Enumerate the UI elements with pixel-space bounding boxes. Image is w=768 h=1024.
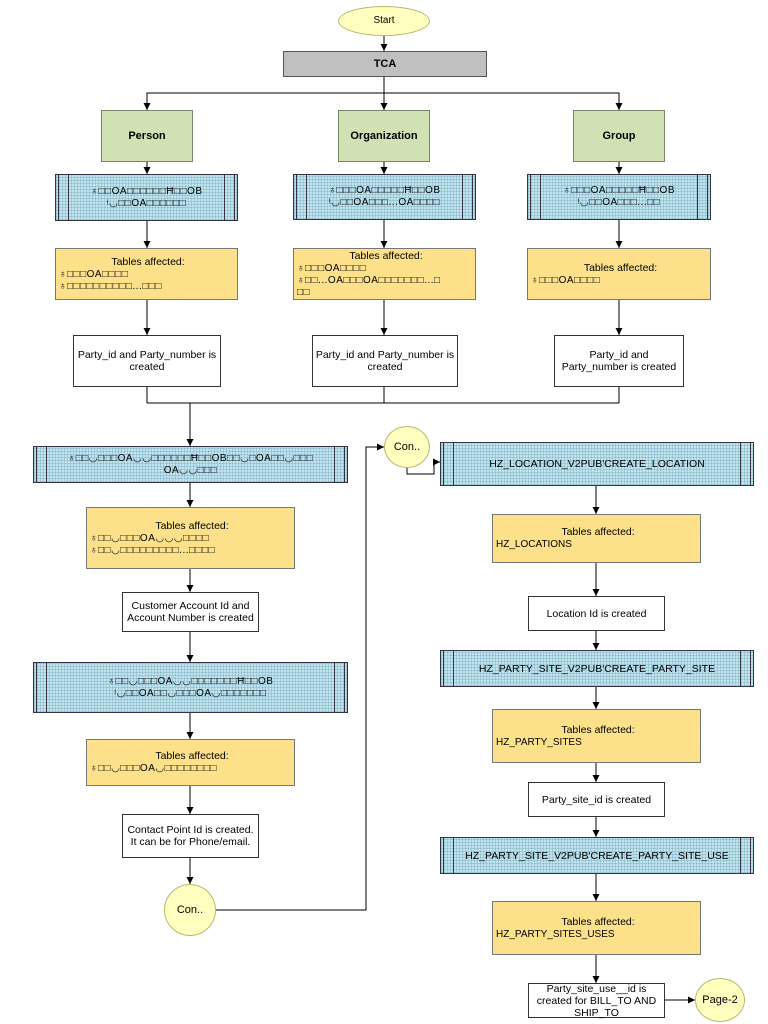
contact-point-api-line-1: ♁□□◡□□□OA◡◡□□□□□□□Ħ□□OB (107, 675, 274, 687)
start-terminal: Start (338, 6, 430, 36)
party-site-use-tables-title: Tables affected: (561, 915, 635, 928)
connector-left-label: Con.. (176, 904, 204, 916)
group-output-line-2: Party_number is created (561, 361, 677, 373)
tca-box: TCA (283, 51, 487, 77)
contact-point-api-box: ♁□□◡□□□OA◡◡□□□□□□□Ħ□□OB ᵎ◡□□OA□□◡□□□OA◡□… (33, 662, 348, 713)
party-site-use-tables-box: Tables affected: HZ_PARTY_SITES_USES (492, 901, 701, 955)
contact-point-output-line-1: Contact Point Id is created. (127, 824, 254, 836)
person-api-line-2: ᵎ◡□□OA□□□□□□ (106, 197, 187, 209)
person-label: Person (128, 130, 166, 142)
connector-right-on-page: Con.. (384, 426, 430, 468)
location-api-label: HZ_LOCATION_V2PUB'CREATE_LOCATION (489, 458, 705, 470)
organization-api-line-1: ♁□□□OA□□□□□Ħ□□OB (328, 185, 441, 196)
organization-tables-box: Tables affected: ♁□□□OA□□□□ ♁□□...OA□□□O… (293, 248, 476, 300)
party-site-api-box: HZ_PARTY_SITE_V2PUB'CREATE_PARTY_SITE (440, 650, 754, 687)
group-output-box: Party_id and Party_number is created (554, 335, 684, 387)
person-tables-line-1: ♁□□□OA□□□□ (59, 268, 129, 280)
person-api-box: ♁□□OA□□□□□□Ħ□□OB ᵎ◡□□OA□□□□□□ (55, 174, 238, 221)
location-api-box: HZ_LOCATION_V2PUB'CREATE_LOCATION (440, 442, 754, 486)
organization-label: Organization (350, 130, 418, 142)
account-api-line-1: ♁□□◡□□□OA◡◡□□□□□□Ħ□□OB□□◡□OA□□◡□□□ (67, 452, 314, 464)
account-tables-title: Tables affected: (155, 519, 229, 532)
account-output-line-1: Customer Account Id and (131, 600, 250, 612)
organization-output-box: Party_id and Party_number is created (312, 335, 458, 387)
group-label: Group (602, 130, 636, 142)
person-output-box: Party_id and Party_number is created (73, 335, 221, 387)
organization-api-box: ♁□□□OA□□□□□Ħ□□OB ᵎ◡□□OA□□□...OA□□□□ (293, 174, 476, 220)
person-output-line-1: Party_id and Party_number is (77, 349, 217, 361)
location-output-box: Location Id is created (528, 596, 665, 631)
organization-output-line-2: created (367, 361, 403, 373)
organization-tables-title: Tables affected: (349, 249, 423, 262)
person-tables-line-2: ♁□□□□□□□□□□...□□□ (59, 280, 162, 292)
contact-point-tables-box: Tables affected: ♁□□◡□□□OA◡□□□□□□□□ (86, 739, 295, 786)
party-site-tables-title: Tables affected: (561, 723, 635, 736)
location-output-line-1: Location Id is created (546, 607, 647, 620)
location-tables-line-1: HZ_LOCATIONS (496, 539, 572, 550)
contact-point-tables-line-1: ♁□□◡□□□OA◡□□□□□□□□ (90, 763, 217, 774)
person-tables-box: Tables affected: ♁□□□OA□□□□ ♁□□□□□□□□□□.… (55, 248, 238, 300)
contact-point-output-line-2: It can be for Phone/email. (130, 836, 251, 848)
organization-tables-line-2: ♁□□...OA□□□OA□□□□□□□...□ (297, 274, 441, 286)
party-site-use-api-label: HZ_PARTY_SITE_V2PUB'CREATE_PARTY_SITE_US… (465, 849, 729, 862)
group-api-box: ♁□□□OA□□□□□Ħ□□OB ᵎ◡□□OA□□□...□□ (527, 174, 711, 220)
tca-label: TCA (373, 58, 397, 70)
account-tables-line-2: ♁□□◡□□□□□□□□□...□□□□ (90, 544, 216, 556)
party-site-use-output-line-2: created for BILL_TO AND (536, 994, 657, 1007)
group-api-line-2: ᵎ◡□□OA□□□...□□ (577, 197, 661, 208)
group-tables-line-1: ♁□□□OA□□□□ (531, 274, 601, 286)
connector-page-2: Page-2 (695, 978, 745, 1022)
connector-right-label: Con.. (393, 441, 421, 453)
group-node: Group (573, 110, 665, 162)
account-output-box: Customer Account Id and Account Number i… (122, 592, 259, 632)
account-tables-box: Tables affected: ♁□□◡□□□OA◡◡◡□□□□ ♁□□◡□□… (86, 507, 295, 569)
connector-left-off-page: Con.. (164, 884, 216, 936)
party-site-use-output-line-1: Party_site_use__id is (546, 982, 647, 995)
group-tables-box: Tables affected: ♁□□□OA□□□□ (527, 248, 711, 300)
connector-page-2-label: Page-2 (702, 994, 738, 1006)
location-tables-box: Tables affected: HZ_LOCATIONS (492, 514, 701, 563)
start-label: Start (373, 15, 395, 26)
contact-point-output-box: Contact Point Id is created. It can be f… (122, 814, 259, 858)
party-site-use-tables-line-1: HZ_PARTY_SITES_USES (496, 928, 615, 940)
group-api-line-1: ♁□□□OA□□□□□Ħ□□OB (562, 185, 676, 196)
party-site-api-label: HZ_PARTY_SITE_V2PUB'CREATE_PARTY_SITE (478, 662, 716, 675)
location-tables-title: Tables affected: (561, 526, 635, 538)
organization-tables-line-1: ♁□□□OA□□□□ (297, 262, 367, 274)
organization-api-line-2: ᵎ◡□□OA□□□...OA□□□□ (329, 197, 440, 208)
account-tables-line-1: ♁□□◡□□□OA◡◡◡□□□□ (90, 532, 210, 544)
contact-point-tables-title: Tables affected: (155, 750, 229, 762)
person-tables-title: Tables affected: (111, 255, 185, 268)
account-output-line-2: Account Number is created (127, 612, 254, 624)
group-tables-title: Tables affected: (583, 261, 658, 274)
contact-point-api-line-2: ᵎ◡□□OA□□◡□□□OA◡□□□□□□□ (114, 687, 267, 699)
party-site-use-output-line-3: SHIP_TO (574, 1006, 619, 1019)
organization-node: Organization (338, 110, 430, 162)
party-site-use-api-box: HZ_PARTY_SITE_V2PUB'CREATE_PARTY_SITE_US… (440, 837, 754, 874)
person-api-line-1: ♁□□OA□□□□□□Ħ□□OB (90, 185, 203, 197)
person-node: Person (101, 110, 193, 162)
account-api-box: ♁□□◡□□□OA◡◡□□□□□□Ħ□□OB□□◡□OA□□◡□□□ OA◡◡□… (33, 446, 348, 483)
party-site-tables-box: Tables affected: HZ_PARTY_SITES (492, 709, 701, 763)
party-site-output-box: Party_site_id is created (528, 782, 665, 817)
person-output-line-2: created (129, 361, 165, 373)
party-site-tables-line-1: HZ_PARTY_SITES (496, 736, 582, 748)
group-output-line-1: Party_id and (589, 349, 649, 361)
organization-tables-line-3: □□ (297, 286, 311, 298)
party-site-use-output-box: Party_site_use__id is created for BILL_T… (528, 982, 665, 1019)
account-api-line-2: OA◡◡□□□ (163, 464, 218, 476)
party-site-output-line-1: Party_site_id is created (541, 793, 652, 806)
organization-output-line-1: Party_id and Party_number is (315, 349, 455, 361)
